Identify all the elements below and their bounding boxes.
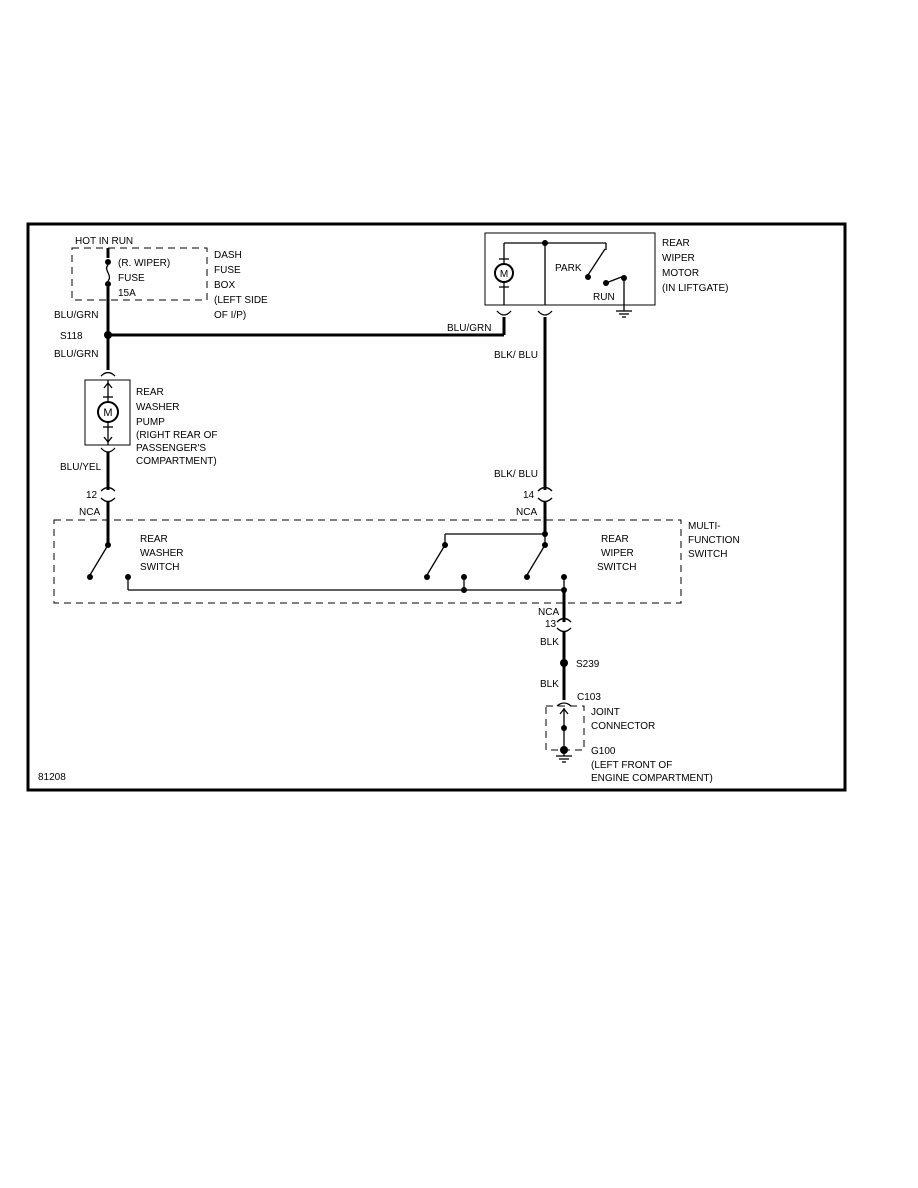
- multi-function-switch-label-1: MULTI-: [688, 521, 721, 532]
- wire-label-nca-right: NCA: [516, 507, 537, 518]
- ground-label-1: G100: [591, 746, 616, 757]
- multi-function-switch: MULTI- FUNCTION SWITCH REAR WASHER SWITC…: [53, 519, 740, 604]
- wire-label-blu-grn-1: BLU/GRN: [54, 310, 98, 321]
- fuse-box-label-1: DASH: [214, 250, 242, 261]
- wire-label-blu-yel: BLU/YEL: [60, 462, 102, 473]
- splice-s239: [560, 659, 568, 667]
- ground-label-2: (LEFT FRONT OF: [591, 760, 672, 771]
- fuse-box-label-3: BOX: [214, 280, 235, 291]
- wire-label-blu-grn-3: BLU/GRN: [447, 323, 491, 334]
- wiper-motor-label-4: (IN LIFTGATE): [662, 283, 728, 294]
- wiper-switch-label-1: REAR: [601, 534, 629, 545]
- hot-in-run-label: HOT IN RUN: [75, 236, 133, 247]
- washer-pump-label-2: WASHER: [136, 402, 180, 413]
- fuse-box-label-2: FUSE: [214, 265, 241, 276]
- wiper-switch-label-3: SWITCH: [597, 562, 636, 573]
- connector-c103-label: C103: [577, 692, 601, 703]
- run-label: RUN: [593, 292, 615, 303]
- connector-14-label: 14: [523, 490, 535, 501]
- wire-label-blk-blu-1: BLK/ BLU: [494, 350, 538, 361]
- multi-function-switch-label-3: SWITCH: [688, 549, 727, 560]
- wiper-motor-box: [484, 232, 656, 306]
- washer-pump-motor-symbol: M: [103, 407, 112, 419]
- wiper-motor-label-3: MOTOR: [662, 268, 699, 279]
- wire-label-nca-bottom: NCA: [538, 607, 559, 618]
- wire-label-blk-2: BLK: [540, 679, 559, 690]
- ground-label-3: ENGINE COMPARTMENT): [591, 773, 713, 784]
- fuse-label-line3: 15A: [118, 288, 136, 299]
- fuse-box-outline: [71, 247, 208, 301]
- park-label: PARK: [555, 263, 582, 274]
- diagram-id: 81208: [38, 772, 66, 783]
- multi-function-switch-label-2: FUNCTION: [688, 535, 740, 546]
- rear-wiper-motor: M PARK RUN REAR WIPER MOTOR (IN LIFTGATE…: [484, 232, 728, 318]
- joint-connector: JOINT CONNECTOR: [545, 702, 655, 751]
- dash-fuse-box: HOT IN RUN (R. WIPER) FUSE 15A DASH FUSE…: [71, 236, 268, 321]
- wire-label-blk-1: BLK: [540, 637, 559, 648]
- joint-connector-label-2: CONNECTOR: [591, 721, 655, 732]
- washer-switch-label-3: SWITCH: [140, 562, 179, 573]
- rear-washer-pump: M REAR WASHER PUMP (RIGHT REAR OF PASSEN…: [84, 371, 217, 467]
- washer-switch-label-2: WASHER: [140, 548, 184, 559]
- wiper-switch-label-2: WIPER: [601, 548, 634, 559]
- joint-connector-label-1: JOINT: [591, 707, 620, 718]
- washer-pump-label-4: (RIGHT REAR OF: [136, 430, 217, 441]
- multi-function-switch-outline: [53, 519, 682, 604]
- washer-pump-label-3: PUMP: [136, 417, 165, 428]
- fuse-box-label-5: OF I/P): [214, 310, 246, 321]
- splice-s118-label: S118: [60, 331, 83, 342]
- wire-label-blu-grn-2: BLU/GRN: [54, 349, 98, 360]
- fuse-label-line1: (R. WIPER): [118, 258, 170, 269]
- fuse-box-label-4: (LEFT SIDE: [214, 295, 268, 306]
- wiper-motor-symbol-circle: [494, 263, 514, 283]
- wiper-motor-label-1: REAR: [662, 238, 690, 249]
- washer-switch-label-1: REAR: [140, 534, 168, 545]
- ground-g100: G100 (LEFT FRONT OF ENGINE COMPARTMENT): [556, 746, 713, 784]
- washer-pump-label-1: REAR: [136, 387, 164, 398]
- wire-label-blk-blu-2: BLK/ BLU: [494, 469, 538, 480]
- washer-pump-motor: [97, 401, 119, 423]
- wiper-motor-symbol: M: [500, 269, 508, 280]
- connector-13-label: 13: [545, 619, 557, 630]
- diagram-frame: [26, 222, 847, 792]
- washer-pump-label-5: PASSENGER'S: [136, 443, 206, 454]
- washer-pump-label-6: COMPARTMENT): [136, 456, 217, 467]
- fuse-label-line2: FUSE: [118, 273, 145, 284]
- splice-s239-label: S239: [576, 659, 600, 670]
- wire-label-nca-left: NCA: [79, 507, 100, 518]
- connector-12-label: 12: [86, 490, 98, 501]
- wiper-motor-label-2: WIPER: [662, 253, 695, 264]
